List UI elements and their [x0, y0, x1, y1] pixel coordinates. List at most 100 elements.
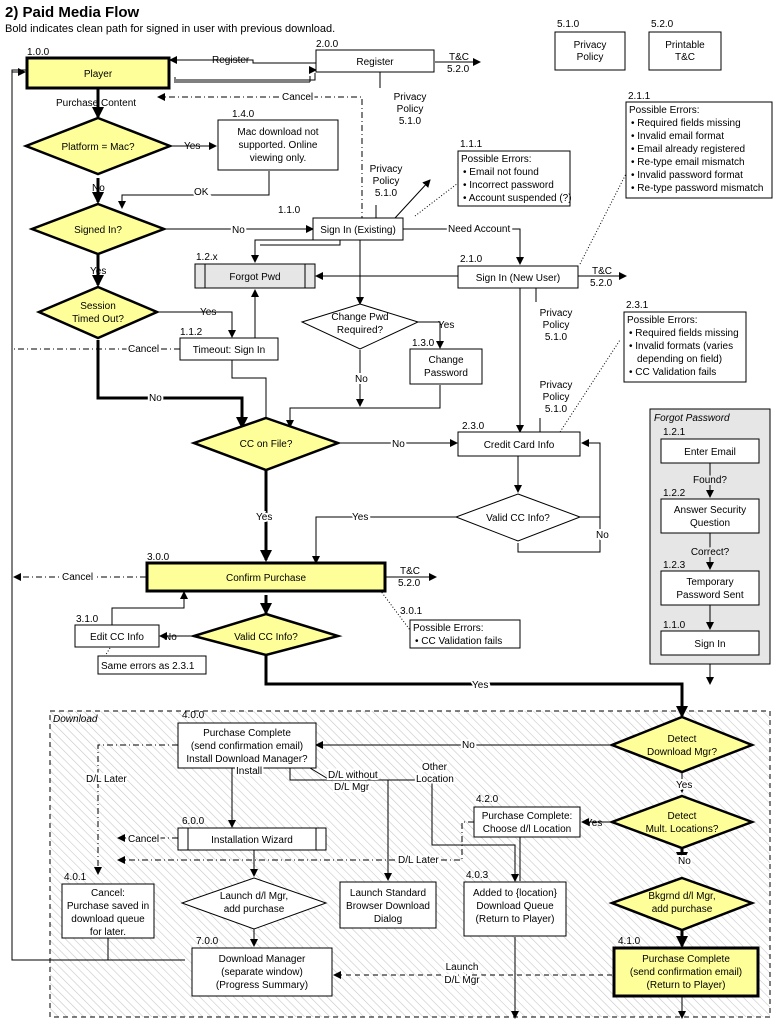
timeout-label: Timeout: Sign In: [193, 345, 265, 356]
edit-cc-info-box[interactable]: [74, 624, 160, 648]
download-mgr-id: 7.0.0: [196, 936, 219, 947]
privacy-id-3: 5.1.0: [545, 332, 568, 343]
purchase-final-line1: Purchase Complete: [642, 954, 730, 965]
err211-item-3: • Re-type email mismatch: [631, 157, 745, 168]
err111-item-0: • Email not found: [463, 167, 539, 178]
change-password-box[interactable]: [409, 348, 483, 385]
detect-locations-decision[interactable]: [608, 794, 756, 850]
privacy-label-1a: Privacy: [394, 92, 427, 103]
purchase-final-id: 4.1.0: [618, 936, 641, 947]
detect-loc-yes: Yes: [586, 818, 602, 829]
launch-label-2: D/L Mgr: [444, 975, 480, 986]
installation-wizard-box[interactable]: [177, 827, 327, 851]
privacy-policy-line1: Privacy: [574, 40, 607, 51]
forgot-pwd-id: 1.2.x: [196, 252, 218, 263]
sign-in-existing-box[interactable]: [312, 217, 404, 241]
launch-dm-decision[interactable]: [180, 877, 328, 930]
session-yes: Yes: [200, 307, 216, 318]
page-title: 2) Paid Media Flow: [5, 4, 140, 21]
cc-on-file-decision[interactable]: [190, 416, 342, 472]
valid-cc-q1-yes: Yes: [352, 512, 368, 523]
cancel-saved-box[interactable]: [61, 883, 155, 939]
valid-cc-decision-1[interactable]: [454, 493, 582, 542]
cancel-box-line2: Purchase saved in: [67, 901, 149, 912]
background-dm-decision[interactable]: [608, 876, 756, 932]
confirm-purchase-box[interactable]: [145, 561, 387, 593]
correct-label: Correct?: [691, 547, 730, 558]
change-pwd-decision[interactable]: [300, 303, 420, 350]
tc-id-3: 5.2.0: [398, 578, 421, 589]
detect-download-mgr-decision[interactable]: [608, 715, 756, 774]
cancel-box-line1: Cancel:: [91, 888, 125, 899]
signed-in-no: No: [232, 225, 245, 236]
err111-id: 1.1.1: [460, 139, 483, 150]
download-manager-box[interactable]: [191, 947, 333, 997]
credit-card-info-box[interactable]: [457, 431, 581, 457]
tc-label-3: T&C: [400, 566, 420, 577]
printable-tc-line2: T&C: [675, 52, 695, 63]
cancel-label-timeout: Cancel: [128, 344, 159, 355]
enter-email-id: 1.2.1: [663, 427, 686, 438]
added-queue-line2: Download Queue: [476, 901, 554, 912]
dl-without-label-2: D/L Mgr: [334, 782, 370, 793]
choose-location-box[interactable]: [473, 806, 581, 838]
forgot-pwd-box[interactable]: [194, 263, 316, 289]
platform-decision[interactable]: [22, 116, 174, 176]
confirm-id: 3.0.0: [147, 552, 170, 563]
printable-tc-box[interactable]: [648, 31, 722, 71]
added-queue-box[interactable]: [463, 881, 567, 937]
mac-note-box[interactable]: [217, 119, 339, 171]
privacy-label-4b: Policy: [543, 392, 570, 403]
timeout-box[interactable]: [179, 337, 279, 361]
cancel-box-line4: for later.: [90, 927, 126, 938]
purchase-complete-line1: Purchase Complete: [203, 728, 291, 739]
launch-browser-box[interactable]: [339, 881, 437, 929]
other-location-label-1: Other: [422, 762, 448, 773]
choose-loc-line2: Choose d/l Location: [483, 824, 571, 835]
answer-id: 1.2.2: [663, 488, 686, 499]
register-box[interactable]: [315, 49, 435, 73]
forgot-panel-title: Forgot Password: [654, 413, 730, 424]
err111-item-2: • Account suspended (?): [463, 193, 572, 204]
detect-dm-line1: Detect: [668, 734, 697, 745]
change-pwd-line1: Change: [428, 355, 463, 366]
privacy-label-3a: Privacy: [540, 308, 573, 319]
purchase-complete-line3: Install Download Manager?: [186, 754, 308, 765]
signed-in-decision[interactable]: [28, 202, 168, 256]
session-line2: Timed Out?: [72, 314, 124, 325]
err211-item-5: • Re-type password mismatch: [631, 183, 763, 194]
err211-id: 2.1.1: [628, 91, 651, 102]
choose-loc-line1: Purchase Complete:: [482, 811, 573, 822]
other-location-label-2: Location: [416, 774, 454, 785]
launch-browser-line1: Launch Standard: [350, 888, 426, 899]
err231-item-1: • Invalid formats (varies: [629, 341, 733, 352]
err301-id: 3.0.1: [400, 606, 423, 617]
privacy-id-1: 5.1.0: [399, 116, 422, 127]
privacy-label-4a: Privacy: [540, 380, 573, 391]
temporary-password-box[interactable]: [660, 570, 760, 606]
err211-item-2: • Email already registered: [631, 144, 745, 155]
err211-item-4: • Invalid password format: [631, 170, 743, 181]
purchase-complete-box[interactable]: [177, 722, 317, 769]
player-box[interactable]: [25, 56, 171, 90]
answer-security-box[interactable]: [660, 498, 760, 534]
session-decision[interactable]: [35, 285, 161, 340]
panel-sign-in-label: Sign In: [694, 639, 725, 650]
download-mgr-line3: (Progress Summary): [216, 980, 308, 991]
tc-label-1: T&C: [449, 52, 469, 63]
panel-sign-in-box[interactable]: [660, 630, 760, 656]
valid-cc-decision-2[interactable]: [189, 612, 343, 657]
signed-in-yes: Yes: [90, 266, 106, 277]
same-errors-box: [97, 655, 207, 675]
err231-id: 2.3.1: [626, 300, 649, 311]
cc-on-file-label: CC on File?: [240, 439, 293, 450]
privacy-policy-box[interactable]: [554, 31, 626, 71]
purchase-final-box[interactable]: [612, 946, 760, 998]
err211-item-1: • Invalid email format: [631, 131, 724, 142]
register-id: 2.0.0: [316, 39, 339, 50]
launch-label-1: Launch: [446, 962, 479, 973]
cc-info-id: 2.3.0: [462, 421, 485, 432]
change-pwd-id: 1.3.0: [412, 338, 435, 349]
sign-in-new-box[interactable]: [457, 265, 579, 289]
